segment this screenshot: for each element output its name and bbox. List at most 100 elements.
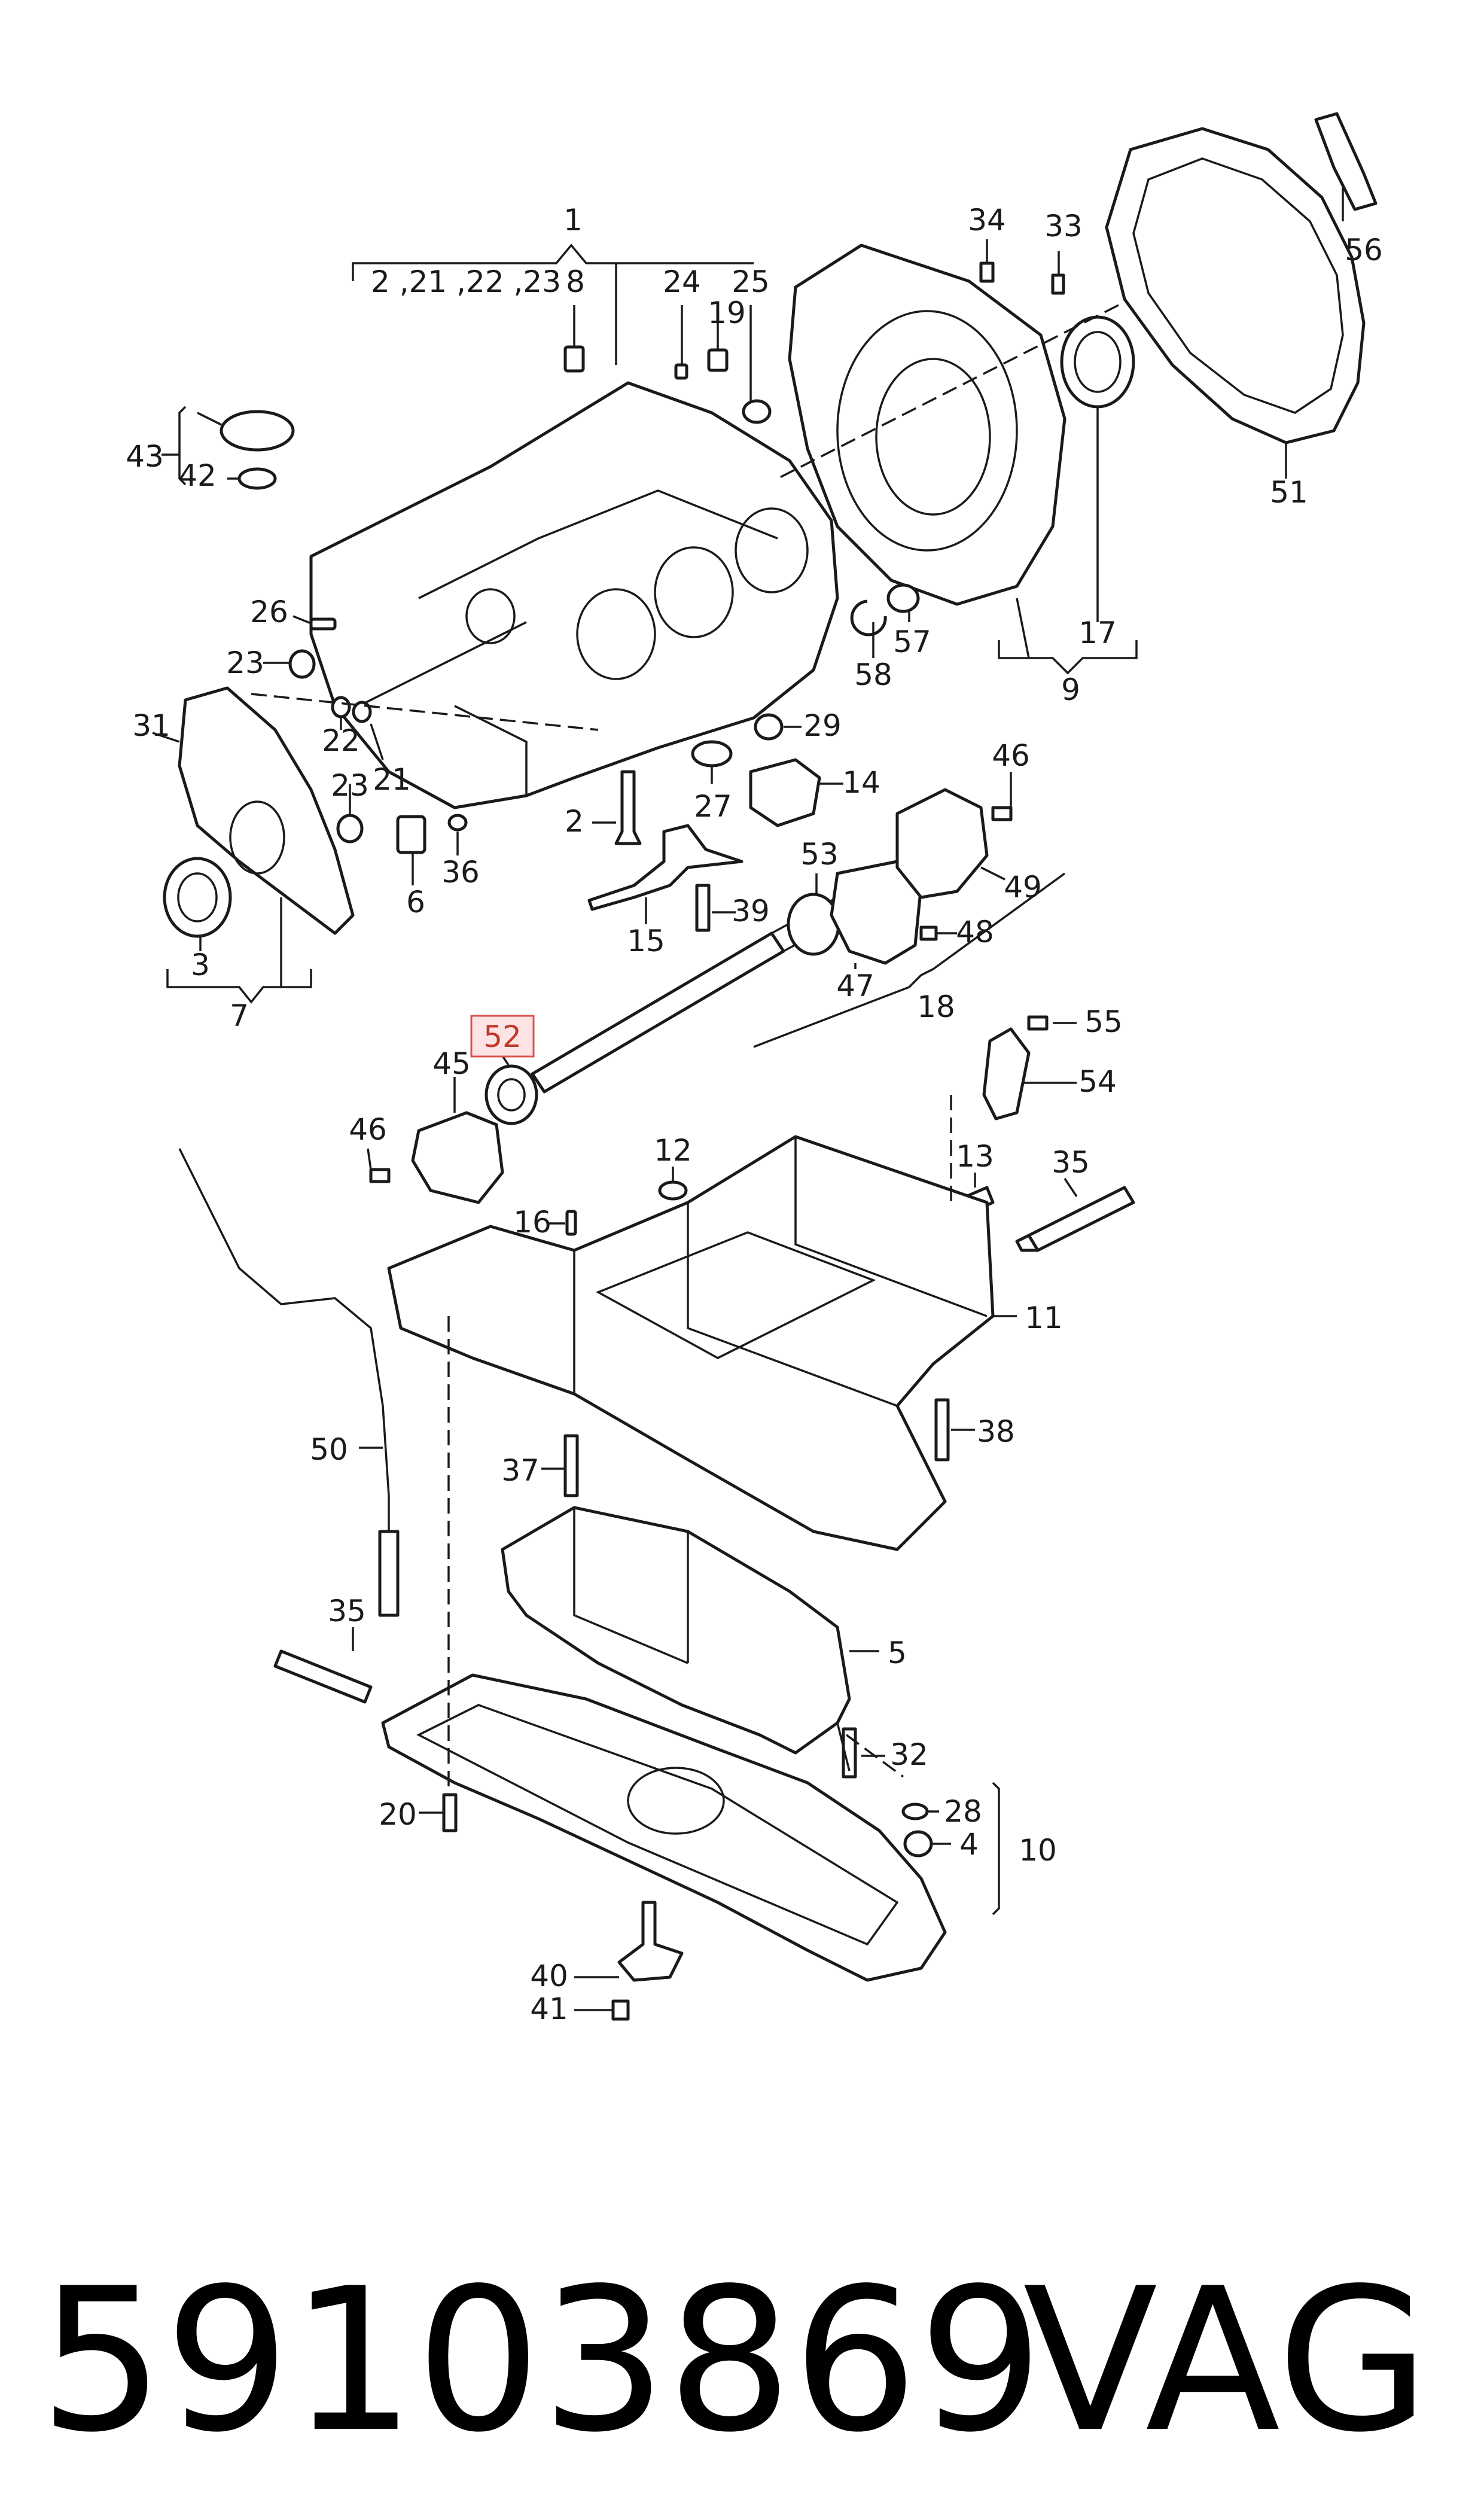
callout-label-51: 51 <box>1270 475 1308 510</box>
housing-part-45 <box>411 1111 504 1204</box>
callout-label-46: 46 <box>992 738 1030 773</box>
callout-label-21: 21 <box>373 762 411 797</box>
part-36 <box>447 814 468 832</box>
callout-label-49: 49 <box>1004 870 1042 905</box>
callout-label-35: 35 <box>1052 1145 1090 1180</box>
callout-label-33: 33 <box>1044 209 1083 243</box>
callout-label-35: 35 <box>328 1594 366 1628</box>
oil-nozzle-part-15 <box>587 824 743 911</box>
callout-label-17: 17 <box>1078 616 1117 650</box>
callout-label-23: 23 <box>226 646 264 680</box>
callout-label-40: 40 <box>530 1959 568 1993</box>
clip-part-58 <box>850 599 887 637</box>
callout-label-18: 18 <box>917 989 955 1024</box>
baffle-part-5 <box>501 1506 851 1755</box>
callout-label-5: 5 <box>888 1636 907 1670</box>
callout-label-13: 13 <box>956 1139 994 1174</box>
plug-part-23b <box>336 814 364 844</box>
callout-label-37: 37 <box>501 1453 540 1488</box>
callout-label-58: 58 <box>854 657 892 692</box>
callout-label-15: 15 <box>627 924 665 958</box>
plug-part-23 <box>288 649 316 679</box>
callout-label-32: 32 <box>890 1737 928 1772</box>
callout-label-19: 19 <box>708 296 746 330</box>
seal-part-3 <box>163 857 232 938</box>
bolt-part-41 <box>611 1999 630 2021</box>
callout-label-10: 10 <box>1019 1833 1057 1868</box>
seal-part-22 <box>331 696 351 718</box>
bolt-part-32 <box>842 1727 857 1779</box>
callout-label-48: 48 <box>956 915 994 949</box>
callout-label-46: 46 <box>349 1112 387 1147</box>
bolt-part-38 <box>934 1398 950 1462</box>
callout-label-7: 7 <box>230 998 249 1033</box>
callout-label-39: 39 <box>732 894 770 928</box>
bearing-part-53 <box>787 893 840 956</box>
bearing-part-52 <box>484 1064 538 1125</box>
plug-part-29 <box>754 713 784 741</box>
bracket-part-54 <box>982 1027 1031 1121</box>
callout-label-2: 2 <box>565 804 584 839</box>
callout-label-14: 14 <box>842 765 880 800</box>
sealant-tube-part-35 <box>1027 1186 1135 1252</box>
bolt-part-39 <box>695 884 711 932</box>
cover-part-49 <box>895 788 989 899</box>
bolt-part-2 <box>614 770 642 845</box>
sensor-part-40 <box>617 1901 684 1982</box>
callout-label-29: 29 <box>803 708 842 743</box>
callout-label-16: 16 <box>513 1205 551 1240</box>
highlight-box-52 <box>470 1015 535 1058</box>
callout-label-26: 26 <box>250 595 288 629</box>
callout-label-23: 23 <box>331 768 369 803</box>
callout-label-28: 28 <box>944 1794 982 1829</box>
callout-label-56: 56 <box>1345 233 1383 267</box>
callout-label-41: 41 <box>530 1992 568 2026</box>
engine-block-part-1 <box>309 381 839 809</box>
bolt-part-20 <box>442 1793 458 1832</box>
callout-label-22: 22 <box>322 723 360 758</box>
rear-cover-part-9 <box>788 243 1066 606</box>
leader-lines <box>152 185 1344 2011</box>
callout-label-25: 25 <box>732 264 770 299</box>
callout-label-50: 50 <box>310 1432 348 1467</box>
seal-part-12 <box>658 1180 688 1201</box>
callout-label-43: 43 <box>126 439 164 474</box>
plug-part-43 <box>220 410 295 452</box>
dipstick-tube-part-50 <box>178 1148 390 1531</box>
callout-label-1: 1 <box>563 203 583 238</box>
lower-oil-pan-part-10 <box>381 1673 947 1982</box>
callout-label-11: 11 <box>1025 1301 1063 1335</box>
callout-label-42: 42 <box>178 458 217 493</box>
rear-gasket-part-51 <box>1105 127 1366 444</box>
callout-label-12: 12 <box>654 1133 692 1168</box>
seal-part-27 <box>691 740 733 768</box>
callout-label-47: 47 <box>836 969 874 1003</box>
callout-label-6: 6 <box>406 885 425 919</box>
callout-label-4: 4 <box>959 1827 979 1862</box>
highlighted-label-52: 52 <box>483 1019 522 1054</box>
seal-part-17 <box>1060 315 1135 409</box>
callout-label-53: 53 <box>800 837 839 872</box>
callout-label-3: 3 <box>191 948 210 982</box>
front-cover-part-7 <box>178 686 355 935</box>
callout-label-55: 55 <box>1084 1004 1123 1039</box>
plug-part-57 <box>886 583 920 613</box>
pin-part-24 <box>674 363 688 380</box>
callout-label-34: 34 <box>968 203 1006 238</box>
callout-label-38: 38 <box>977 1414 1015 1449</box>
washer-part-28 <box>901 1803 929 1820</box>
bracket-part-14 <box>749 758 821 827</box>
callout-label-57: 57 <box>893 625 931 659</box>
pin-part-16 <box>565 1210 577 1236</box>
callout-label-20: 20 <box>379 1797 417 1832</box>
part-number: 59103869 <box>39 2246 1044 2476</box>
bushing-part-19 <box>707 348 729 372</box>
sealant-tube-part-35b <box>273 1649 373 1704</box>
bracket-part-56 <box>1314 112 1378 211</box>
bushing-part-8 <box>563 345 585 373</box>
callout-label-24: 24 <box>663 264 701 299</box>
callout-label-8: 8 <box>566 264 585 299</box>
bolt-part-37 <box>563 1434 579 1497</box>
